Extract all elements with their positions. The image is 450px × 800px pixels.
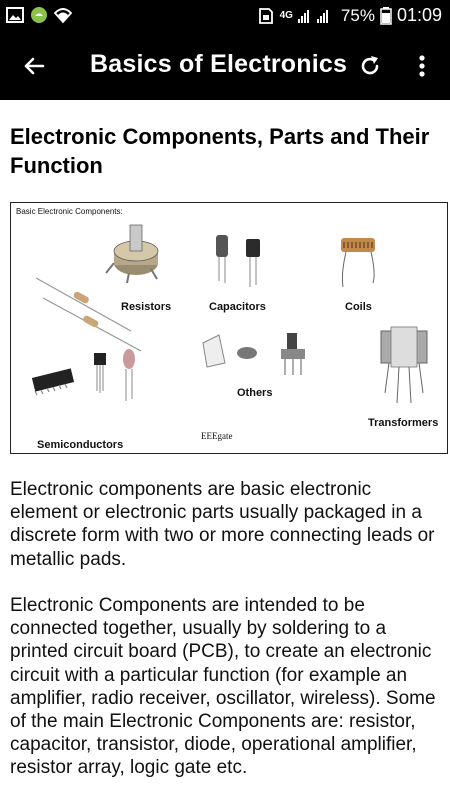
clock: 01:09 xyxy=(396,5,442,25)
components-illustration xyxy=(31,224,428,404)
label-others: Others xyxy=(237,387,273,399)
potentiometer-graphic xyxy=(105,224,159,284)
status-bar: 4G 75% 01:09 xyxy=(0,0,450,32)
image-icon xyxy=(6,7,24,23)
signal-icon xyxy=(297,9,328,23)
label-resistors: Resistors xyxy=(121,301,172,313)
back-button[interactable] xyxy=(14,48,54,84)
capacitor-graphic xyxy=(216,235,260,287)
label-semiconductors: Semiconductors xyxy=(37,439,124,451)
back-arrow-icon xyxy=(24,57,45,75)
article-content[interactable]: Electronic Components, Parts and Their F… xyxy=(0,100,450,800)
semiconductor-graphic xyxy=(31,349,135,401)
sim-icon xyxy=(258,7,273,24)
coil-graphic xyxy=(341,238,375,288)
article-heading: Electronic Components, Parts and Their F… xyxy=(10,124,430,178)
refresh-icon xyxy=(361,56,379,75)
label-capacitors: Capacitors xyxy=(209,301,266,313)
app-title: Basics of Electronics xyxy=(90,50,348,78)
components-figure: Basic Electronic Components: Resistors C… xyxy=(10,202,448,454)
refresh-button[interactable] xyxy=(352,48,388,84)
battery-icon xyxy=(380,6,392,25)
resistor-graphic xyxy=(35,277,142,352)
figure-watermark: EEEgate xyxy=(201,431,233,441)
more-vert-icon xyxy=(419,55,425,77)
battery-percent: 75% xyxy=(340,5,375,25)
wifi-icon xyxy=(54,8,72,24)
paragraph-1: Electronic components are basic electron… xyxy=(10,479,435,570)
others-graphic xyxy=(202,333,305,375)
label-transformers: Transformers xyxy=(368,417,439,429)
transformer-graphic xyxy=(380,326,428,404)
android-icon xyxy=(31,7,47,23)
app-bar: Basics of Electronics xyxy=(0,32,450,100)
label-coils: Coils xyxy=(345,301,372,313)
network-type: 4G xyxy=(279,10,293,21)
paragraph-2: Electronic Components are intended to be… xyxy=(10,595,436,779)
figure-caption: Basic Electronic Components: xyxy=(16,207,123,216)
more-options-button[interactable] xyxy=(406,48,438,84)
